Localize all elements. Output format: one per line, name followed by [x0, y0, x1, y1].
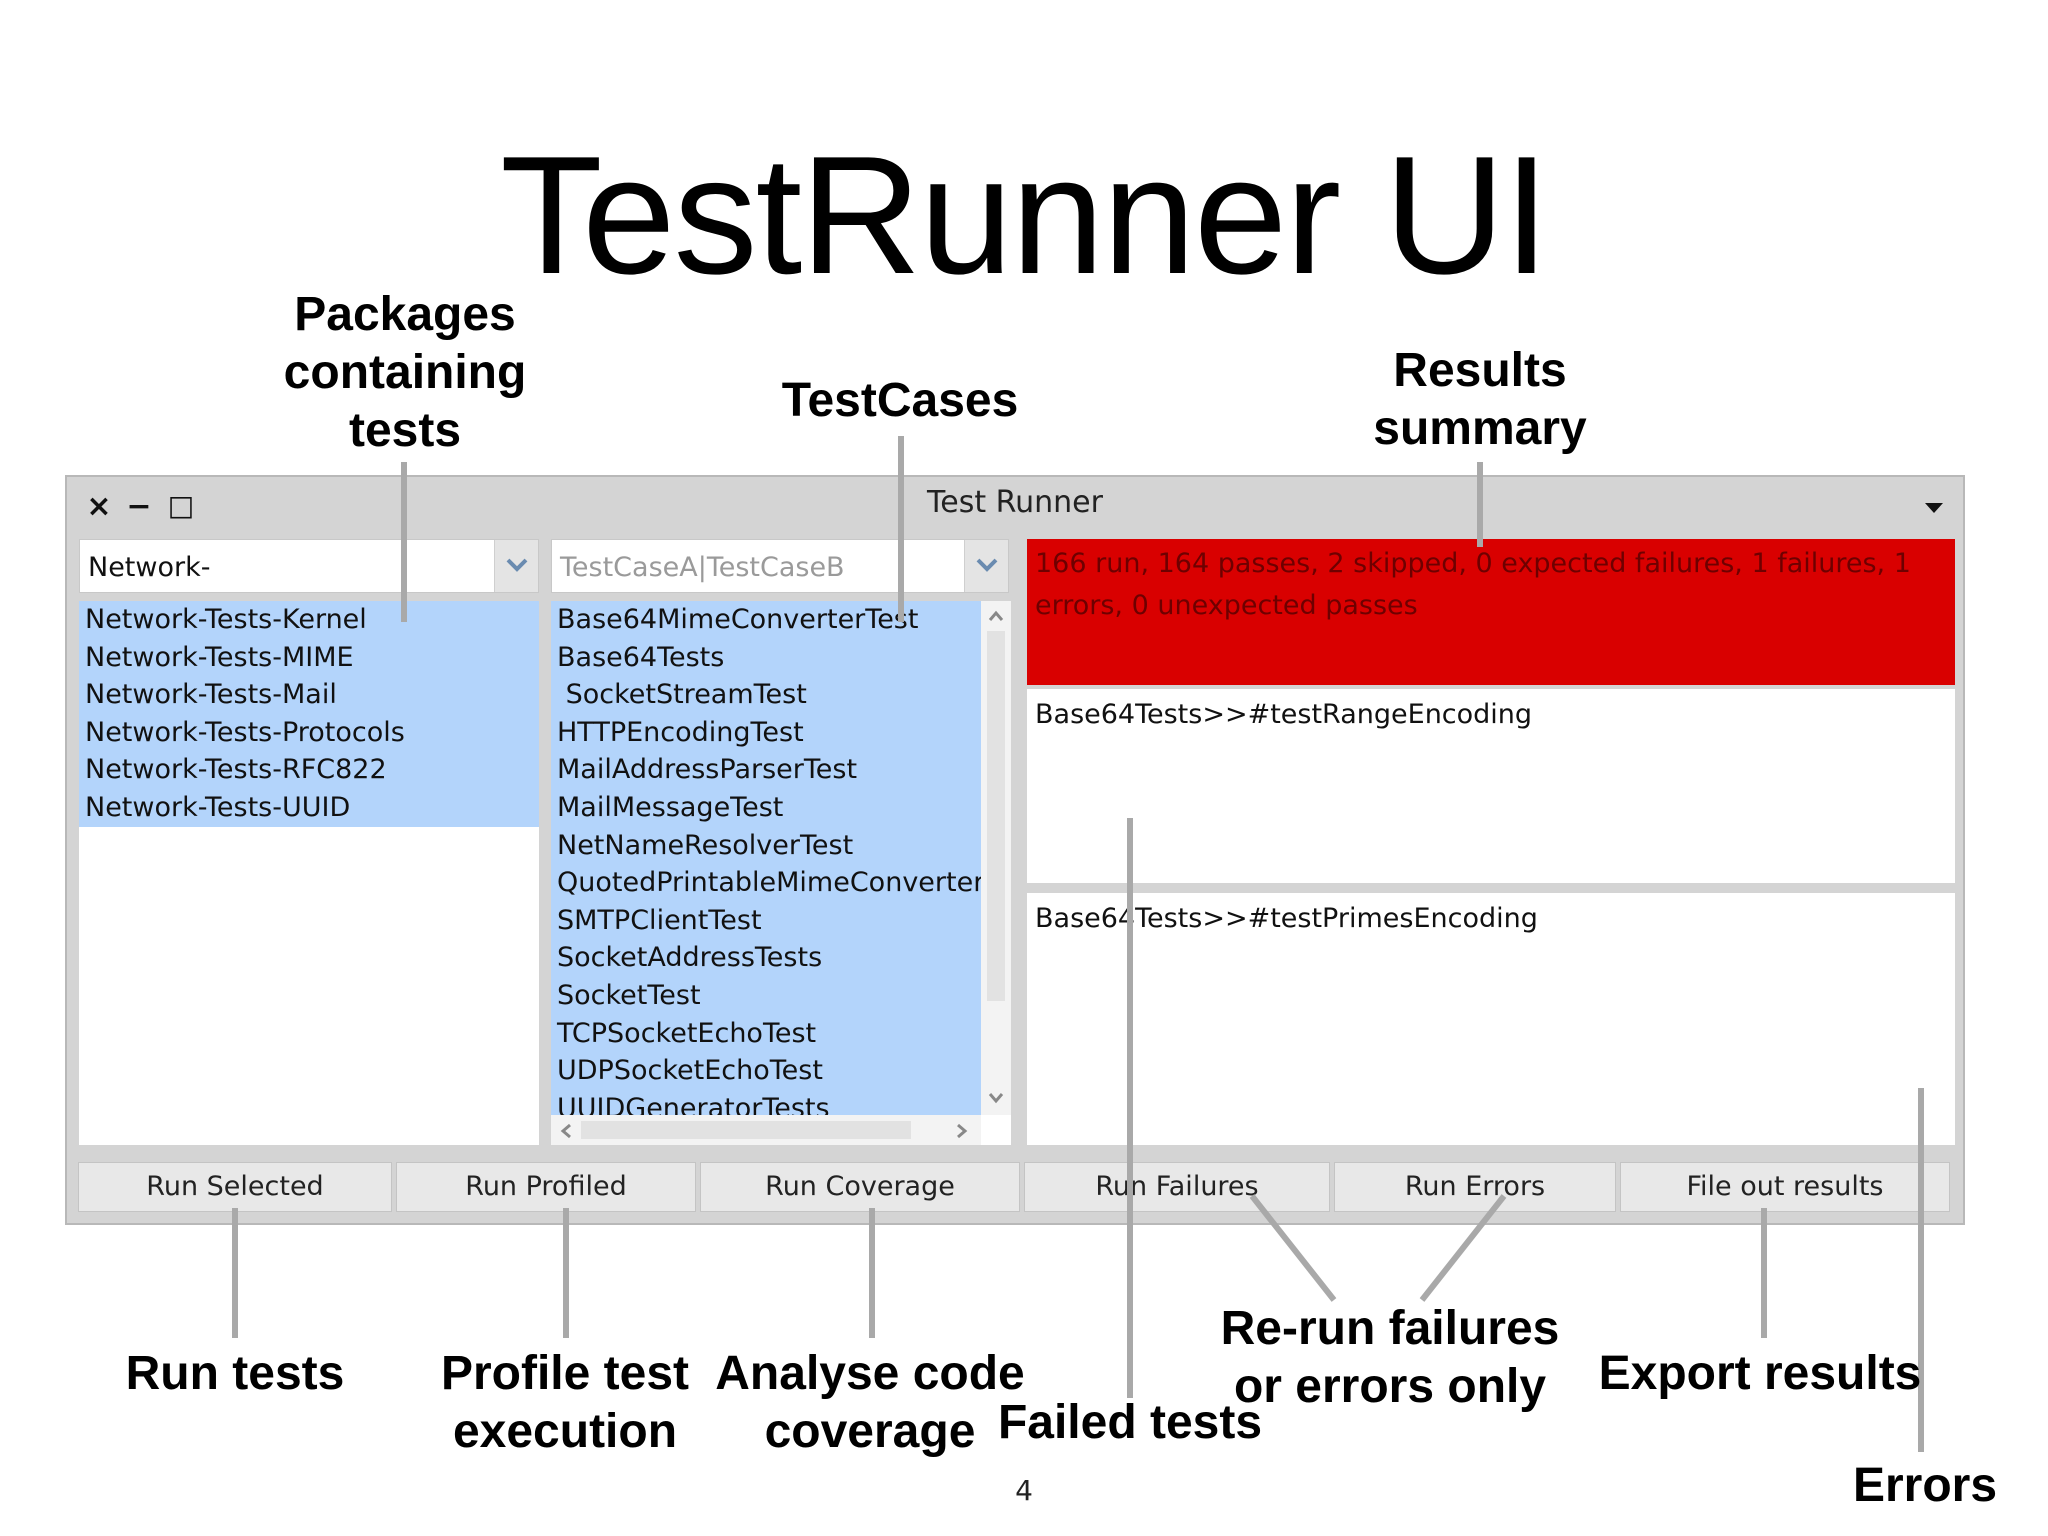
callout-coverage: Analyse code coverage	[710, 1345, 1030, 1461]
chevron-left-icon[interactable]	[559, 1122, 573, 1140]
close-icon[interactable]: ×	[86, 489, 112, 524]
callout-profile-line-1: Profile test	[440, 1347, 690, 1400]
testcase-filter-dropdown-button[interactable]	[964, 540, 1008, 592]
testcase-item[interactable]: SocketAddressTests	[551, 939, 981, 977]
maximize-icon[interactable]: □	[167, 489, 195, 522]
testcase-item[interactable]: QuotedPrintableMimeConverterTest	[551, 864, 981, 902]
title-bar: Test Runner × − □	[67, 477, 1963, 537]
test-runner-window: Test Runner × − □ Network- TestCaseA|Tes…	[65, 475, 1965, 1225]
package-item[interactable]: Network-Tests-UUID	[79, 788, 539, 827]
callout-export: Export results	[1598, 1347, 1922, 1400]
package-filter-dropdown-button[interactable]	[494, 540, 538, 592]
error-item[interactable]: Base64Tests>>#testPrimesEncoding	[1035, 903, 1538, 934]
callout-failed-tests: Failed tests	[997, 1396, 1263, 1449]
testcase-item[interactable]: SMTPClientTest	[551, 901, 981, 940]
package-filter[interactable]: Network-	[79, 539, 539, 593]
testcase-item[interactable]: HTTPEncodingTest	[551, 713, 981, 752]
testcase-item[interactable]: SocketTest	[551, 976, 981, 1015]
testcase-item[interactable]: UDPSocketEchoTest	[551, 1052, 981, 1090]
callout-results-line-1: Results	[1393, 344, 1567, 397]
callout-run-tests: Run tests	[125, 1347, 345, 1400]
horizontal-scroll-thumb[interactable]	[581, 1121, 911, 1139]
testcase-item[interactable]: MailAddressParserTest	[551, 751, 981, 789]
testcase-filter[interactable]: TestCaseA|TestCaseB	[551, 539, 1009, 593]
leader-line-coverage	[869, 1208, 875, 1338]
results-summary: 166 run, 164 passes, 2 skipped, 0 expect…	[1027, 539, 1955, 685]
leader-line-profile	[563, 1208, 569, 1338]
chevron-right-icon[interactable]	[955, 1122, 969, 1140]
run-coverage-button[interactable]: Run Coverage	[700, 1162, 1020, 1212]
testcases-vertical-scrollbar[interactable]	[981, 601, 1011, 1115]
package-item[interactable]: Network-Tests-MIME	[79, 638, 539, 677]
callout-testcases: TestCases	[781, 374, 1019, 427]
chevron-up-icon[interactable]	[987, 609, 1005, 623]
window-title: Test Runner	[927, 485, 1103, 520]
run-profiled-button[interactable]: Run Profiled	[396, 1162, 696, 1212]
minimize-icon[interactable]: −	[126, 489, 152, 524]
file-out-results-button[interactable]: File out results	[1620, 1162, 1950, 1212]
package-item[interactable]: Network-Tests-Mail	[79, 676, 539, 714]
testcase-filter-placeholder: TestCaseA|TestCaseB	[560, 552, 845, 583]
callout-packages-line-3: tests	[348, 404, 462, 457]
package-item[interactable]: Network-Tests-Kernel	[79, 601, 539, 639]
leader-line-results-summary	[1477, 462, 1483, 547]
package-filter-value: Network-	[88, 552, 211, 583]
callout-profile: Profile test execution	[420, 1345, 710, 1461]
chevron-down-icon	[506, 558, 528, 572]
callout-errors: Errors	[1852, 1459, 1998, 1512]
leader-lines-rerun	[1249, 1194, 1507, 1302]
packages-list[interactable]: Network-Tests-Kernel Network-Tests-MIME …	[79, 601, 539, 1145]
testcase-item[interactable]: Base64Tests	[551, 638, 981, 677]
leader-line-failed-tests	[1127, 818, 1133, 1398]
leader-line-export	[1761, 1208, 1767, 1338]
errors-list[interactable]: Base64Tests>>#testPrimesEncoding	[1027, 893, 1955, 1145]
callout-results-line-2: summary	[1373, 402, 1587, 455]
testcases-list[interactable]: Base64MimeConverterTest Base64Tests Sock…	[551, 601, 1011, 1145]
testcases-horizontal-scrollbar[interactable]	[551, 1115, 981, 1145]
slide-number: 4	[1015, 1474, 1033, 1507]
leader-line-run-tests	[232, 1208, 238, 1338]
callout-packages-line-2: containing	[283, 346, 527, 399]
failure-item[interactable]: Base64Tests>>#testRangeEncoding	[1035, 699, 1533, 730]
callout-packages-line-1: Packages	[294, 288, 516, 341]
testcase-item[interactable]: Base64MimeConverterTest	[551, 601, 981, 639]
testcase-item[interactable]: UUIDGeneratorTests	[551, 1089, 981, 1115]
vertical-scroll-thumb[interactable]	[987, 631, 1005, 1001]
testcase-item[interactable]: SocketStreamTest	[551, 676, 981, 714]
testcase-item[interactable]: NetNameResolverTest	[551, 826, 981, 865]
failures-list[interactable]: Base64Tests>>#testRangeEncoding	[1027, 689, 1955, 883]
chevron-down-icon[interactable]	[987, 1091, 1005, 1105]
run-failures-button[interactable]: Run Failures	[1024, 1162, 1330, 1212]
testcases-viewport: Base64MimeConverterTest Base64Tests Sock…	[551, 601, 981, 1115]
callout-packages: Packages containing tests	[250, 286, 560, 460]
callout-results-summary: Results summary	[1330, 342, 1630, 458]
leader-line-testcases	[898, 436, 904, 622]
leader-line-errors	[1918, 1088, 1924, 1452]
testcase-item[interactable]: TCPSocketEchoTest	[551, 1014, 981, 1053]
callout-coverage-line-2: coverage	[764, 1405, 976, 1458]
leader-line-packages	[401, 462, 407, 622]
callout-rerun: Re-run failures or errors only	[1200, 1300, 1580, 1416]
run-errors-button[interactable]: Run Errors	[1334, 1162, 1616, 1212]
callout-coverage-line-1: Analyse code	[715, 1347, 1025, 1400]
slide-title: TestRunner UI	[500, 121, 1550, 309]
chevron-down-icon	[976, 558, 998, 572]
callout-profile-line-2: execution	[452, 1405, 678, 1458]
testcase-item[interactable]: MailMessageTest	[551, 788, 981, 827]
window-menu-icon[interactable]	[1925, 503, 1943, 513]
callout-rerun-line-2: or errors only	[1233, 1360, 1547, 1413]
package-item[interactable]: Network-Tests-Protocols	[79, 713, 539, 752]
run-selected-button[interactable]: Run Selected	[78, 1162, 392, 1212]
package-item[interactable]: Network-Tests-RFC822	[79, 751, 539, 789]
callout-rerun-line-1: Re-run failures	[1220, 1302, 1560, 1355]
